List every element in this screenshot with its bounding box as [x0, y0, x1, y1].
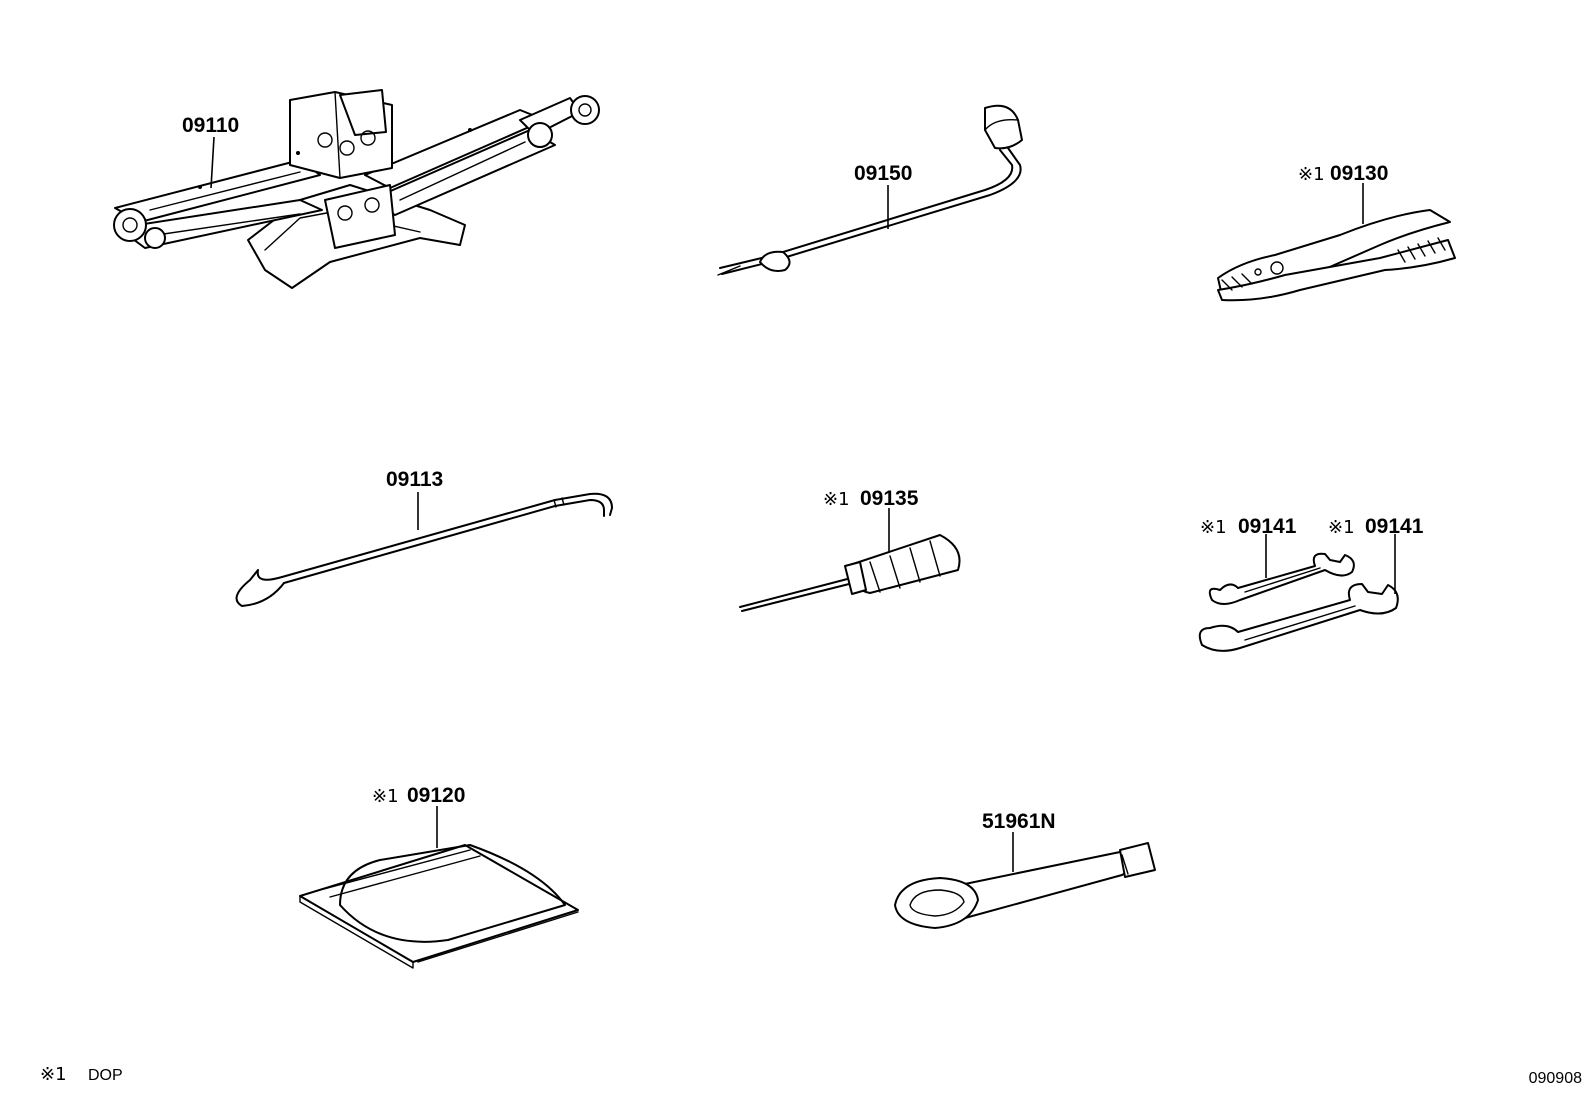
wrench-lower-illustration[interactable]	[1198, 583, 1399, 652]
jack-handle-illustration[interactable]	[717, 104, 1023, 276]
part-number-09110: 09110	[182, 114, 239, 137]
dop-marker-09141-a: ※1	[1200, 517, 1227, 538]
part-number-09130: 09130	[1330, 162, 1388, 185]
part-number-09141-b: 09141	[1365, 515, 1424, 538]
dop-marker-09135: ※1	[823, 489, 850, 510]
part-number-09113: 09113	[386, 468, 443, 491]
wrench-upper-illustration[interactable]	[1208, 552, 1355, 605]
part-number-51961N: 51961N	[982, 810, 1056, 833]
dop-marker-09130: ※1	[1298, 164, 1325, 185]
diagram-code: 090908	[1529, 1070, 1582, 1087]
jack-rod-illustration[interactable]	[235, 492, 613, 607]
footnote-marker: ※1	[40, 1064, 67, 1085]
lug-wrench-illustration[interactable]	[894, 842, 1156, 929]
part-number-09150: 09150	[854, 162, 912, 185]
screwdriver-illustration[interactable]	[739, 534, 961, 612]
part-number-09135: 09135	[860, 487, 919, 510]
dop-marker-09141-b: ※1	[1328, 517, 1355, 538]
part-number-09120: 09120	[407, 784, 465, 807]
pliers-illustration[interactable]	[1217, 209, 1456, 302]
scissor-jack-illustration[interactable]	[113, 89, 600, 289]
tool-bag-illustration[interactable]	[299, 844, 579, 969]
part-number-09141-a: 09141	[1238, 515, 1297, 538]
dop-marker-09120: ※1	[372, 786, 399, 807]
footnote-text: DOP	[88, 1067, 123, 1084]
